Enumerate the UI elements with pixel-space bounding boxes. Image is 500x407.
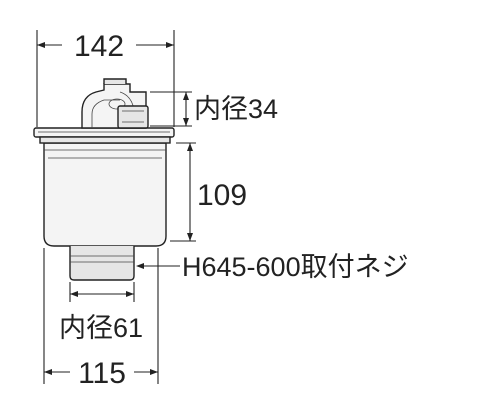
- trap-cup: [43, 142, 167, 247]
- top-width-label: 142: [74, 30, 124, 63]
- thread-spec-label: H645-600取付ネジ: [182, 252, 409, 282]
- dimension-bottom-inner-diameter: 内径61: [59, 282, 143, 343]
- dimension-outlet-inner-diameter: 内径34: [150, 91, 278, 127]
- drain-trap-body: [33, 78, 175, 281]
- bottom-inner-diameter-label: 内径61: [59, 313, 143, 343]
- bottom-width-label: 115: [78, 357, 126, 390]
- dimension-top-width: 142: [36, 30, 175, 127]
- body-height-label: 109: [197, 179, 247, 212]
- leader-thread-spec: H645-600取付ネジ: [136, 252, 409, 282]
- trap-flange: [33, 127, 175, 138]
- dimension-bottom-width: 115: [43, 248, 159, 390]
- dimension-body-height: 109: [170, 142, 247, 242]
- outlet-inner-diameter-label: 内径34: [194, 94, 278, 124]
- trap-spigot: [69, 246, 135, 281]
